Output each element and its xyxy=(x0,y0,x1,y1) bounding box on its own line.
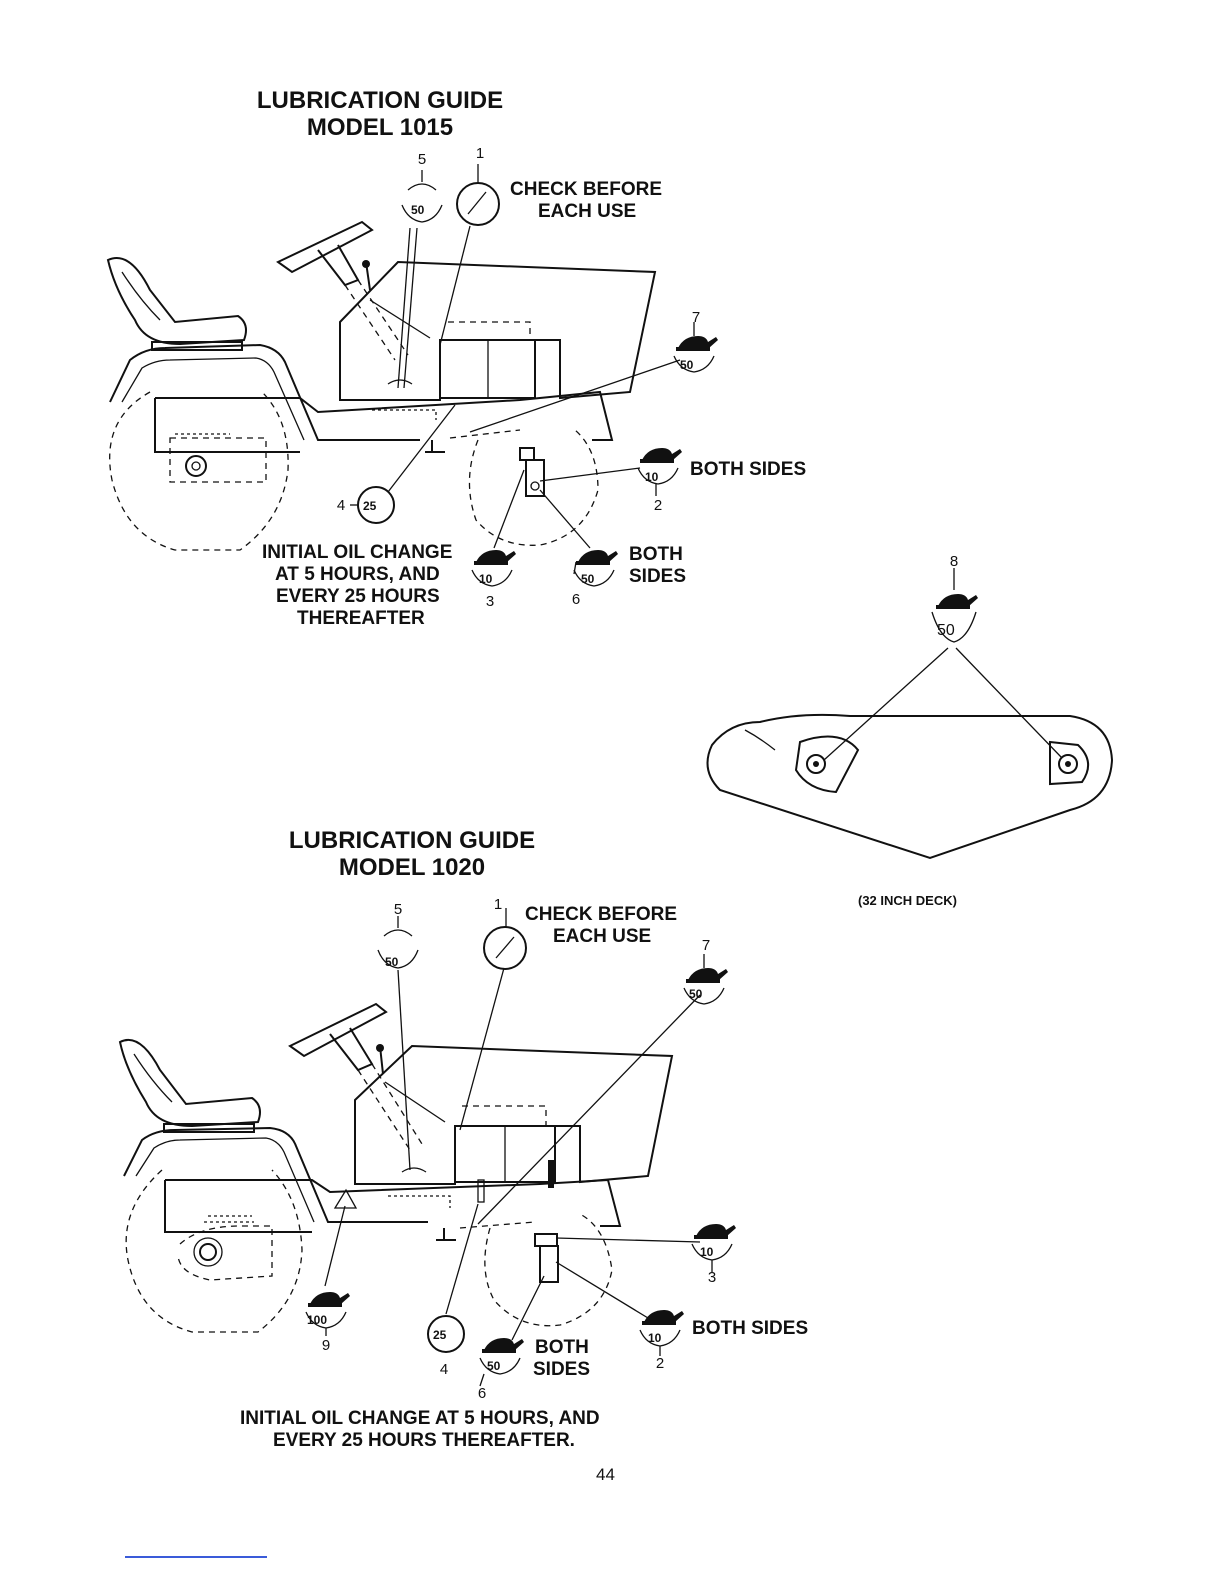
callout-deck-8: 8 xyxy=(949,553,959,570)
icon-1020-5 xyxy=(377,916,419,969)
icon-1020-9-value: 100 xyxy=(307,1313,327,1327)
oil-note-1020-line1: INITIAL OIL CHANGE AT 5 HOURS, AND xyxy=(240,1408,600,1429)
callout-1015-3: 3 xyxy=(485,593,495,610)
footer-rule xyxy=(125,1556,267,1558)
tractor-1015-drawing xyxy=(106,220,681,551)
icon-1020-4-value: 25 xyxy=(433,1328,447,1342)
icon-1020-5-value: 50 xyxy=(385,955,399,969)
callout-1015-4: 4 xyxy=(336,497,346,514)
check-1015-line2: EACH USE xyxy=(538,201,637,222)
icon-1020-4-clock xyxy=(427,1315,465,1353)
check-1015-line1: CHECK BEFORE xyxy=(510,179,663,200)
icon-1020-2-oilcan xyxy=(639,1310,684,1347)
callout-1020-5: 5 xyxy=(393,901,403,918)
both-sides-1020-2: BOTH SIDES xyxy=(692,1318,809,1339)
icon-1015-4-clock xyxy=(350,486,395,524)
callout-1015-1: 1 xyxy=(475,145,485,162)
callout-1020-7: 7 xyxy=(701,937,711,954)
both-1015-6-line1: BOTH xyxy=(629,544,683,565)
icon-1015-5 xyxy=(401,170,443,223)
oil-note-1015-line4: THEREAFTER xyxy=(297,608,425,629)
icon-1020-2-value: 10 xyxy=(648,1331,662,1345)
both-sides-1015-2: BOTH SIDES xyxy=(690,459,807,480)
check-1020-line1: CHECK BEFORE xyxy=(525,904,678,925)
both-1020-6-line1: BOTH xyxy=(535,1337,589,1358)
icon-1015-5-value: 50 xyxy=(411,203,425,217)
oil-note-1015-line3: EVERY 25 HOURS xyxy=(276,586,440,607)
icon-1015-7-value: 50 xyxy=(680,358,694,372)
icon-deck-8-value: 50 xyxy=(937,622,955,639)
callout-1015-7: 7 xyxy=(691,309,701,326)
both-1020-6-line2: SIDES xyxy=(533,1359,591,1380)
icon-deck-8-oilcan xyxy=(931,594,978,643)
oil-note-1015-line1: INITIAL OIL CHANGE xyxy=(262,542,453,563)
mower-deck-drawing xyxy=(706,647,1114,860)
tractor-1020-drawing xyxy=(118,967,701,1341)
guide-1020-title-line2: MODEL 1020 xyxy=(338,854,486,881)
icon-1020-7-value: 50 xyxy=(689,987,703,1001)
icon-1015-2-value: 10 xyxy=(645,470,659,484)
callout-1015-6: 6 xyxy=(571,591,581,608)
page-number: 44 xyxy=(596,1465,615,1484)
icon-1015-1-gauge xyxy=(456,164,500,226)
callout-1015-2: 2 xyxy=(653,497,663,514)
guide-1020-title-line1: LUBRICATION GUIDE xyxy=(288,827,536,854)
check-1020-line2: EACH USE xyxy=(553,926,652,947)
icon-1015-4-value: 25 xyxy=(363,499,377,513)
callout-1020-2: 2 xyxy=(655,1355,665,1372)
icon-1015-3-value: 10 xyxy=(479,572,493,586)
callout-1020-1: 1 xyxy=(493,896,503,913)
callout-1020-4: 4 xyxy=(439,1361,449,1378)
icon-1020-1-gauge xyxy=(483,908,527,970)
both-1015-6-line2: SIDES xyxy=(629,566,687,587)
callout-1020-3: 3 xyxy=(707,1269,717,1286)
oil-note-1020-line2: EVERY 25 HOURS THEREAFTER. xyxy=(273,1430,575,1451)
guide-1015-title-line1: LUBRICATION GUIDE xyxy=(256,87,504,114)
callout-1015-5: 5 xyxy=(417,151,427,168)
icon-1020-3-value: 10 xyxy=(700,1245,714,1259)
icon-1015-6-value: 50 xyxy=(581,572,595,586)
oil-note-1015-line2: AT 5 HOURS, AND xyxy=(275,564,440,585)
callout-1020-6: 6 xyxy=(477,1385,487,1402)
deck-caption: (32 INCH DECK) xyxy=(858,893,957,908)
guide-1015-title-line2: MODEL 1015 xyxy=(306,114,454,141)
icon-1020-6-value: 50 xyxy=(487,1359,501,1373)
callout-1020-9: 9 xyxy=(321,1337,331,1354)
